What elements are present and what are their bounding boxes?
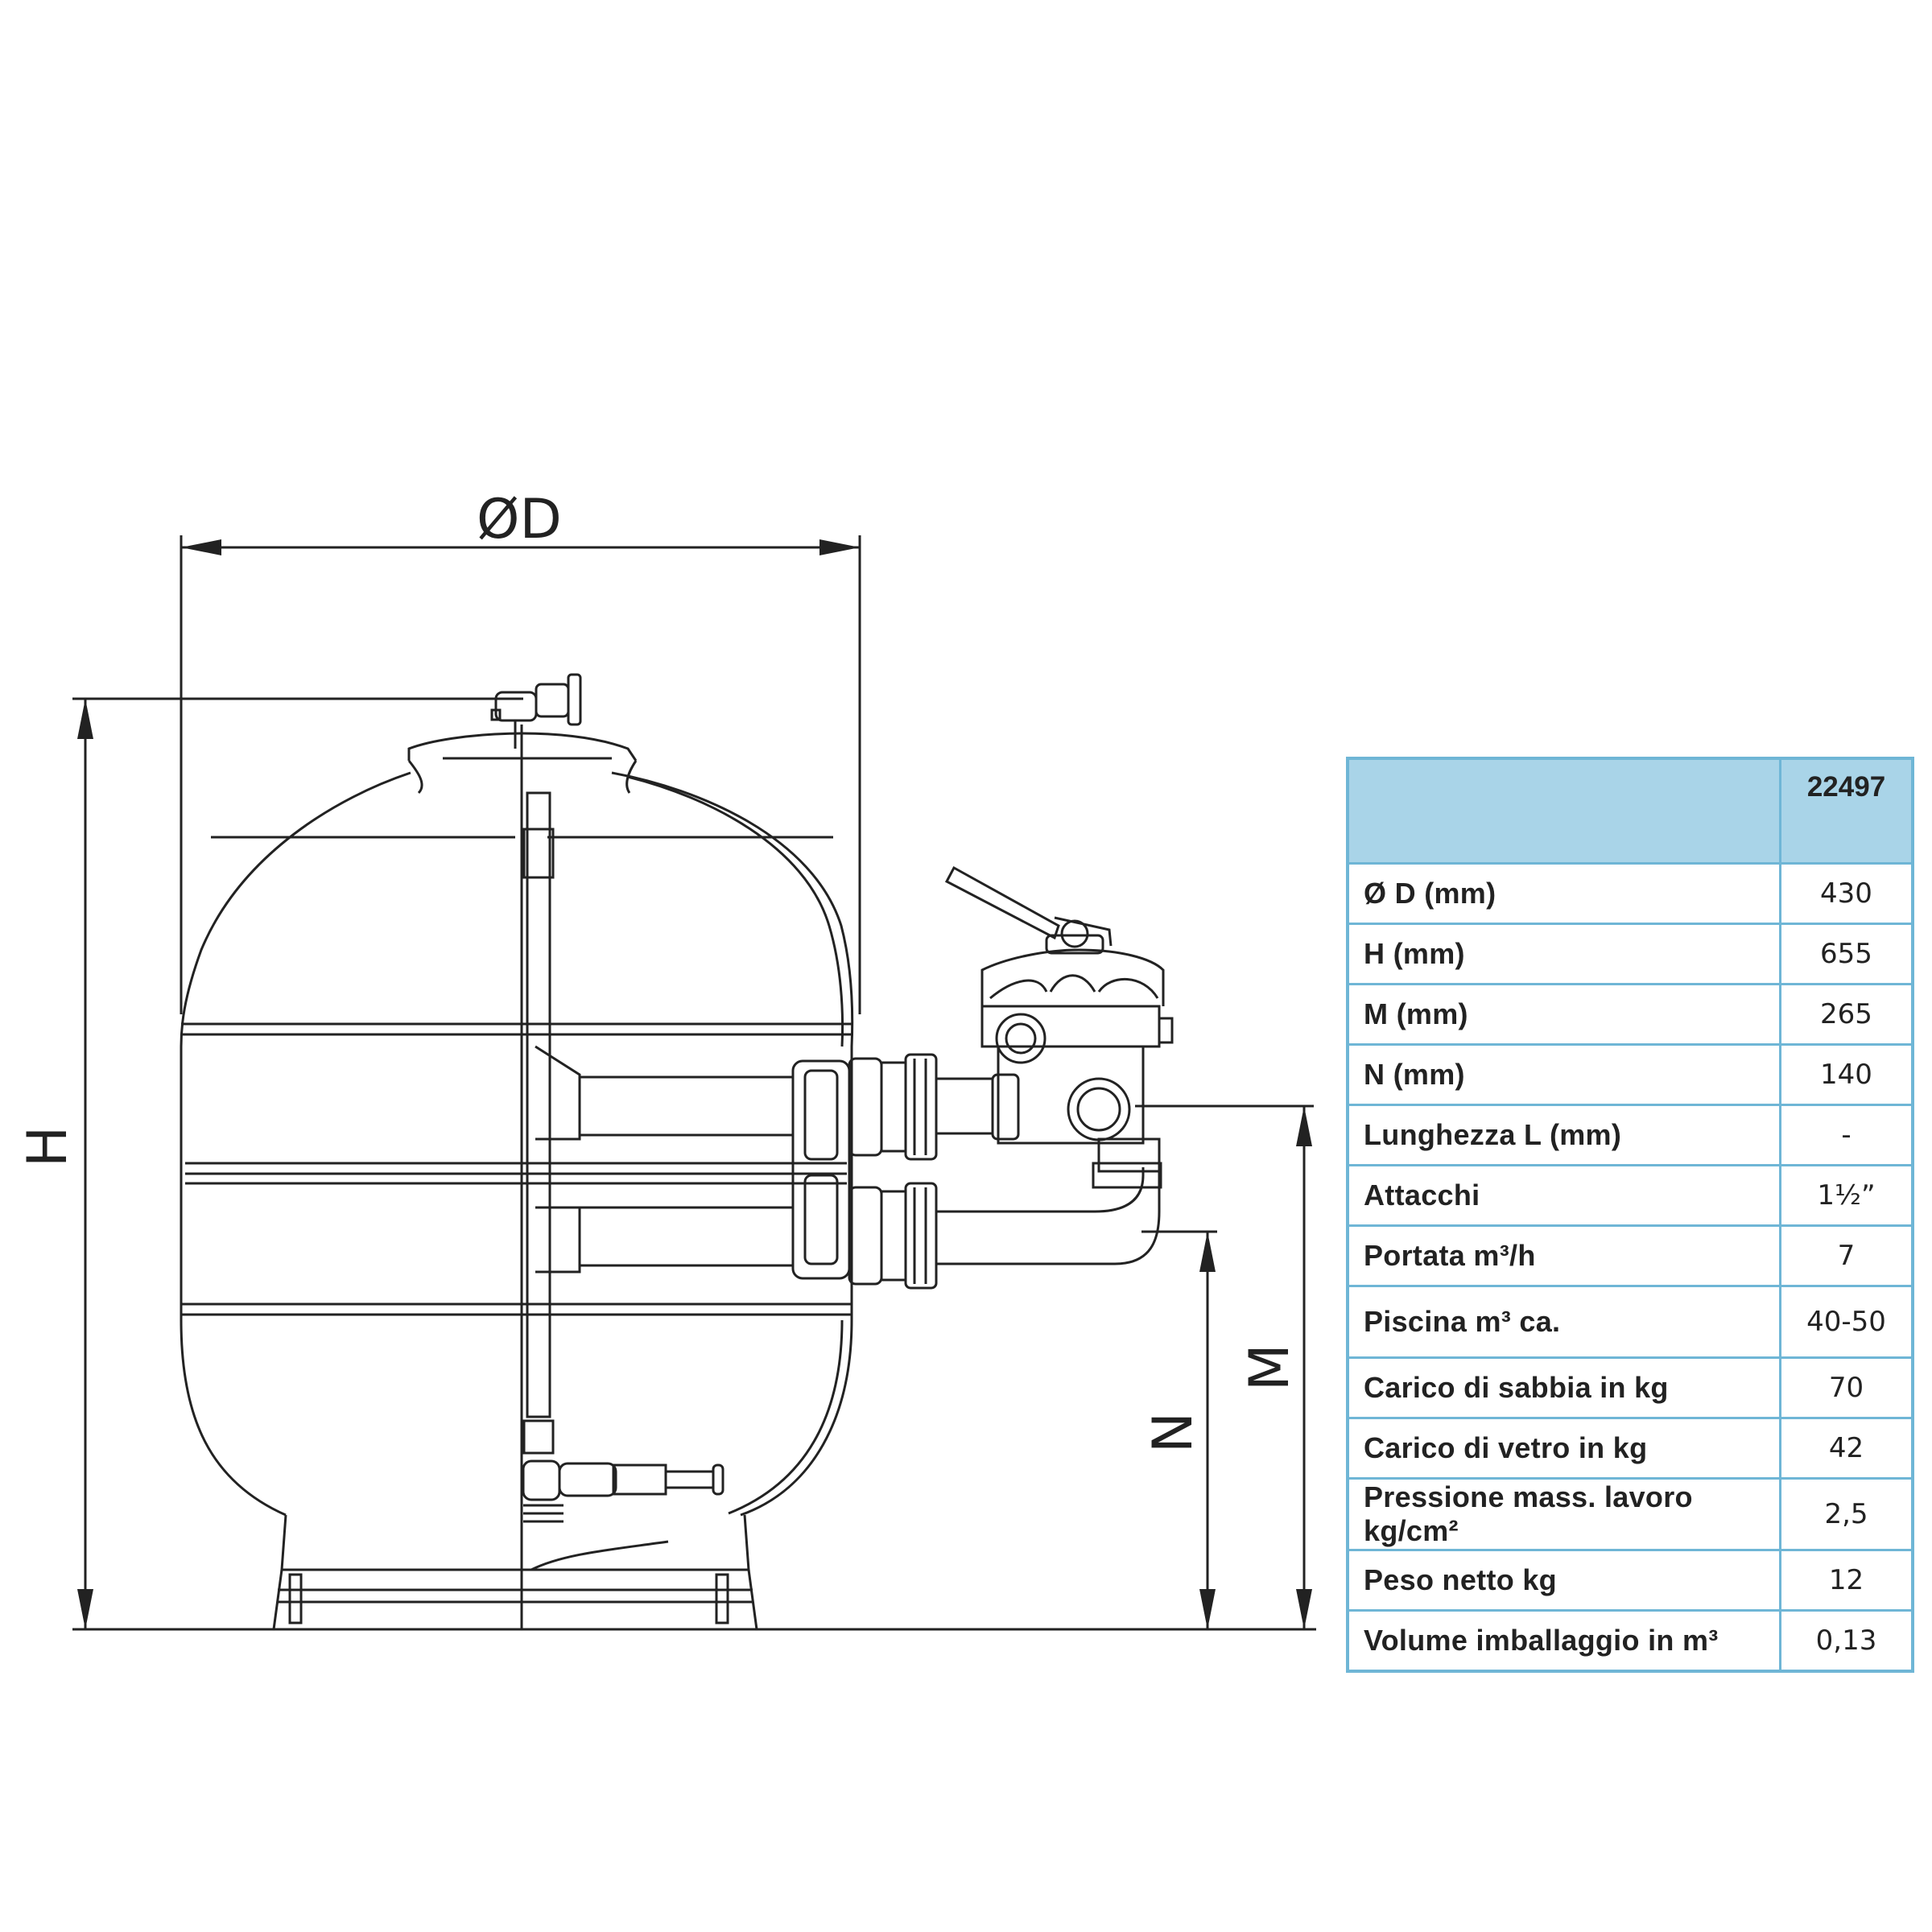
spec-label: Pressione mass. lavoro kg/cm² [1346, 1477, 1781, 1551]
spec-value: 265 [1778, 983, 1914, 1046]
spec-label: Ø D (mm) [1346, 862, 1781, 925]
spec-value: 2,5 [1778, 1477, 1914, 1551]
spec-value: 655 [1778, 923, 1914, 985]
spec-value: 40-50 [1778, 1285, 1914, 1359]
spec-value: 430 [1778, 862, 1914, 925]
spec-value: 1½” [1778, 1164, 1914, 1227]
spec-label: Lunghezza L (mm) [1346, 1104, 1781, 1166]
spec-value: 140 [1778, 1043, 1914, 1106]
m-label: M [1238, 1344, 1302, 1391]
spec-label: Peso netto kg [1346, 1549, 1781, 1612]
spec-label: N (mm) [1346, 1043, 1781, 1106]
spec-label: Attacchi [1346, 1164, 1781, 1227]
spec-value: 12 [1778, 1549, 1914, 1612]
spec-label: Portata m³/h [1346, 1224, 1781, 1287]
table-row: Piscina m³ ca.40-50 [1346, 1285, 1914, 1359]
table-row: Lunghezza L (mm)- [1346, 1104, 1914, 1166]
spec-value: 70 [1778, 1356, 1914, 1419]
spec-label: Volume imballaggio in m³ [1346, 1609, 1781, 1673]
spec-label: Piscina m³ ca. [1346, 1285, 1781, 1359]
height-label: H [16, 1126, 80, 1167]
spec-value: 7 [1778, 1224, 1914, 1287]
table-row: N (mm)140 [1346, 1043, 1914, 1106]
diameter-label: ØD [477, 488, 562, 551]
spec-label: Carico di sabbia in kg [1346, 1356, 1781, 1419]
spec-value: - [1778, 1104, 1914, 1166]
table-row: M (mm)265 [1346, 983, 1914, 1046]
table-header-model: 22497 [1778, 757, 1914, 865]
spec-value: 0,13 [1778, 1609, 1914, 1673]
table-row: Ø D (mm)430 [1346, 862, 1914, 925]
table-row: H (mm)655 [1346, 923, 1914, 985]
spec-label: M (mm) [1346, 983, 1781, 1046]
spec-value: 42 [1778, 1417, 1914, 1480]
n-label: N [1141, 1412, 1205, 1453]
spec-label: Carico di vetro in kg [1346, 1417, 1781, 1480]
table-header-label [1346, 757, 1781, 865]
spec-label: H (mm) [1346, 923, 1781, 985]
